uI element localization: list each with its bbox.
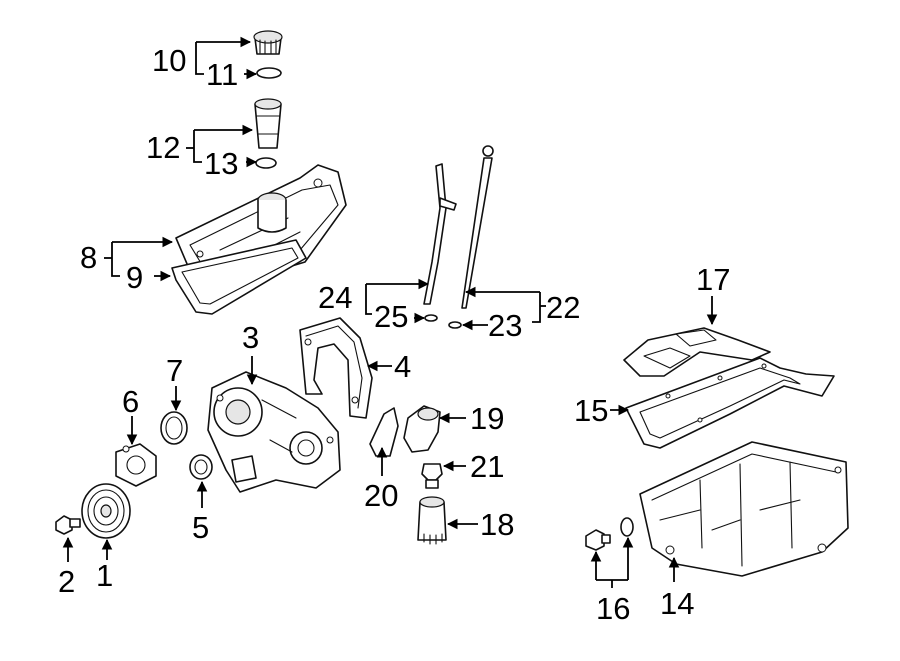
crankshaft-pulley-part [81,483,131,539]
leader-lines [62,36,718,588]
front-seal-part [189,454,213,480]
cap-o-ring-part [256,67,282,79]
callout-11: 11 [206,57,238,92]
callout-8: 8 [80,240,97,275]
callout-12: 12 [146,130,180,165]
crankshaft-seal-part [160,411,188,445]
callout-1: 1 [96,558,113,593]
callout-17: 17 [696,262,730,297]
oil-pan-baffle-part [623,327,771,377]
oil-pan-part [639,441,849,577]
callout-16: 16 [596,591,630,626]
callout-21: 21 [470,449,504,484]
dipstick-tube-part [423,163,457,305]
outlet-gasket-part [369,407,399,457]
callout-23: 23 [488,308,522,343]
pulley-bolt-part [55,515,81,535]
callout-3: 3 [242,320,259,355]
drain-plug-washer-part [620,517,634,537]
callout-19: 19 [470,401,504,436]
callout-20: 20 [364,478,398,513]
oil-pressure-sensor-part [421,463,443,489]
cover-plate-part [115,443,157,487]
callout-24: 24 [318,280,352,315]
oil-pan-gasket-part [625,357,835,449]
valve-cover-gasket-part [171,239,307,315]
callout-15: 15 [574,393,608,428]
water-outlet-part [403,405,441,453]
callout-6: 6 [122,384,139,419]
callout-10: 10 [152,43,186,78]
callout-13: 13 [204,146,238,181]
callout-25: 25 [374,299,408,334]
oil-fill-tube-part [254,98,282,149]
oil-filter-part [417,496,447,545]
callout-14: 14 [660,586,694,621]
callout-22: 22 [546,290,580,325]
oil-filler-cap-part [253,30,283,55]
dipstick-o-ring-part [448,321,462,329]
callout-5: 5 [192,510,209,545]
timing-cover-part [207,371,341,493]
drain-plug-part [585,529,611,551]
callout-4: 4 [394,349,411,384]
callout-2: 2 [58,564,75,599]
tube-o-ring-part [424,314,438,322]
oil-dipstick-part [461,145,494,309]
callout-labels: 10 11 12 13 8 9 24 25 22 23 3 4 7 6 5 1 … [58,43,730,626]
front-cover-gasket-part [299,317,373,419]
callout-9: 9 [126,260,143,295]
callout-18: 18 [480,507,514,542]
callout-7: 7 [166,353,183,388]
tube-seal-part [255,157,277,169]
